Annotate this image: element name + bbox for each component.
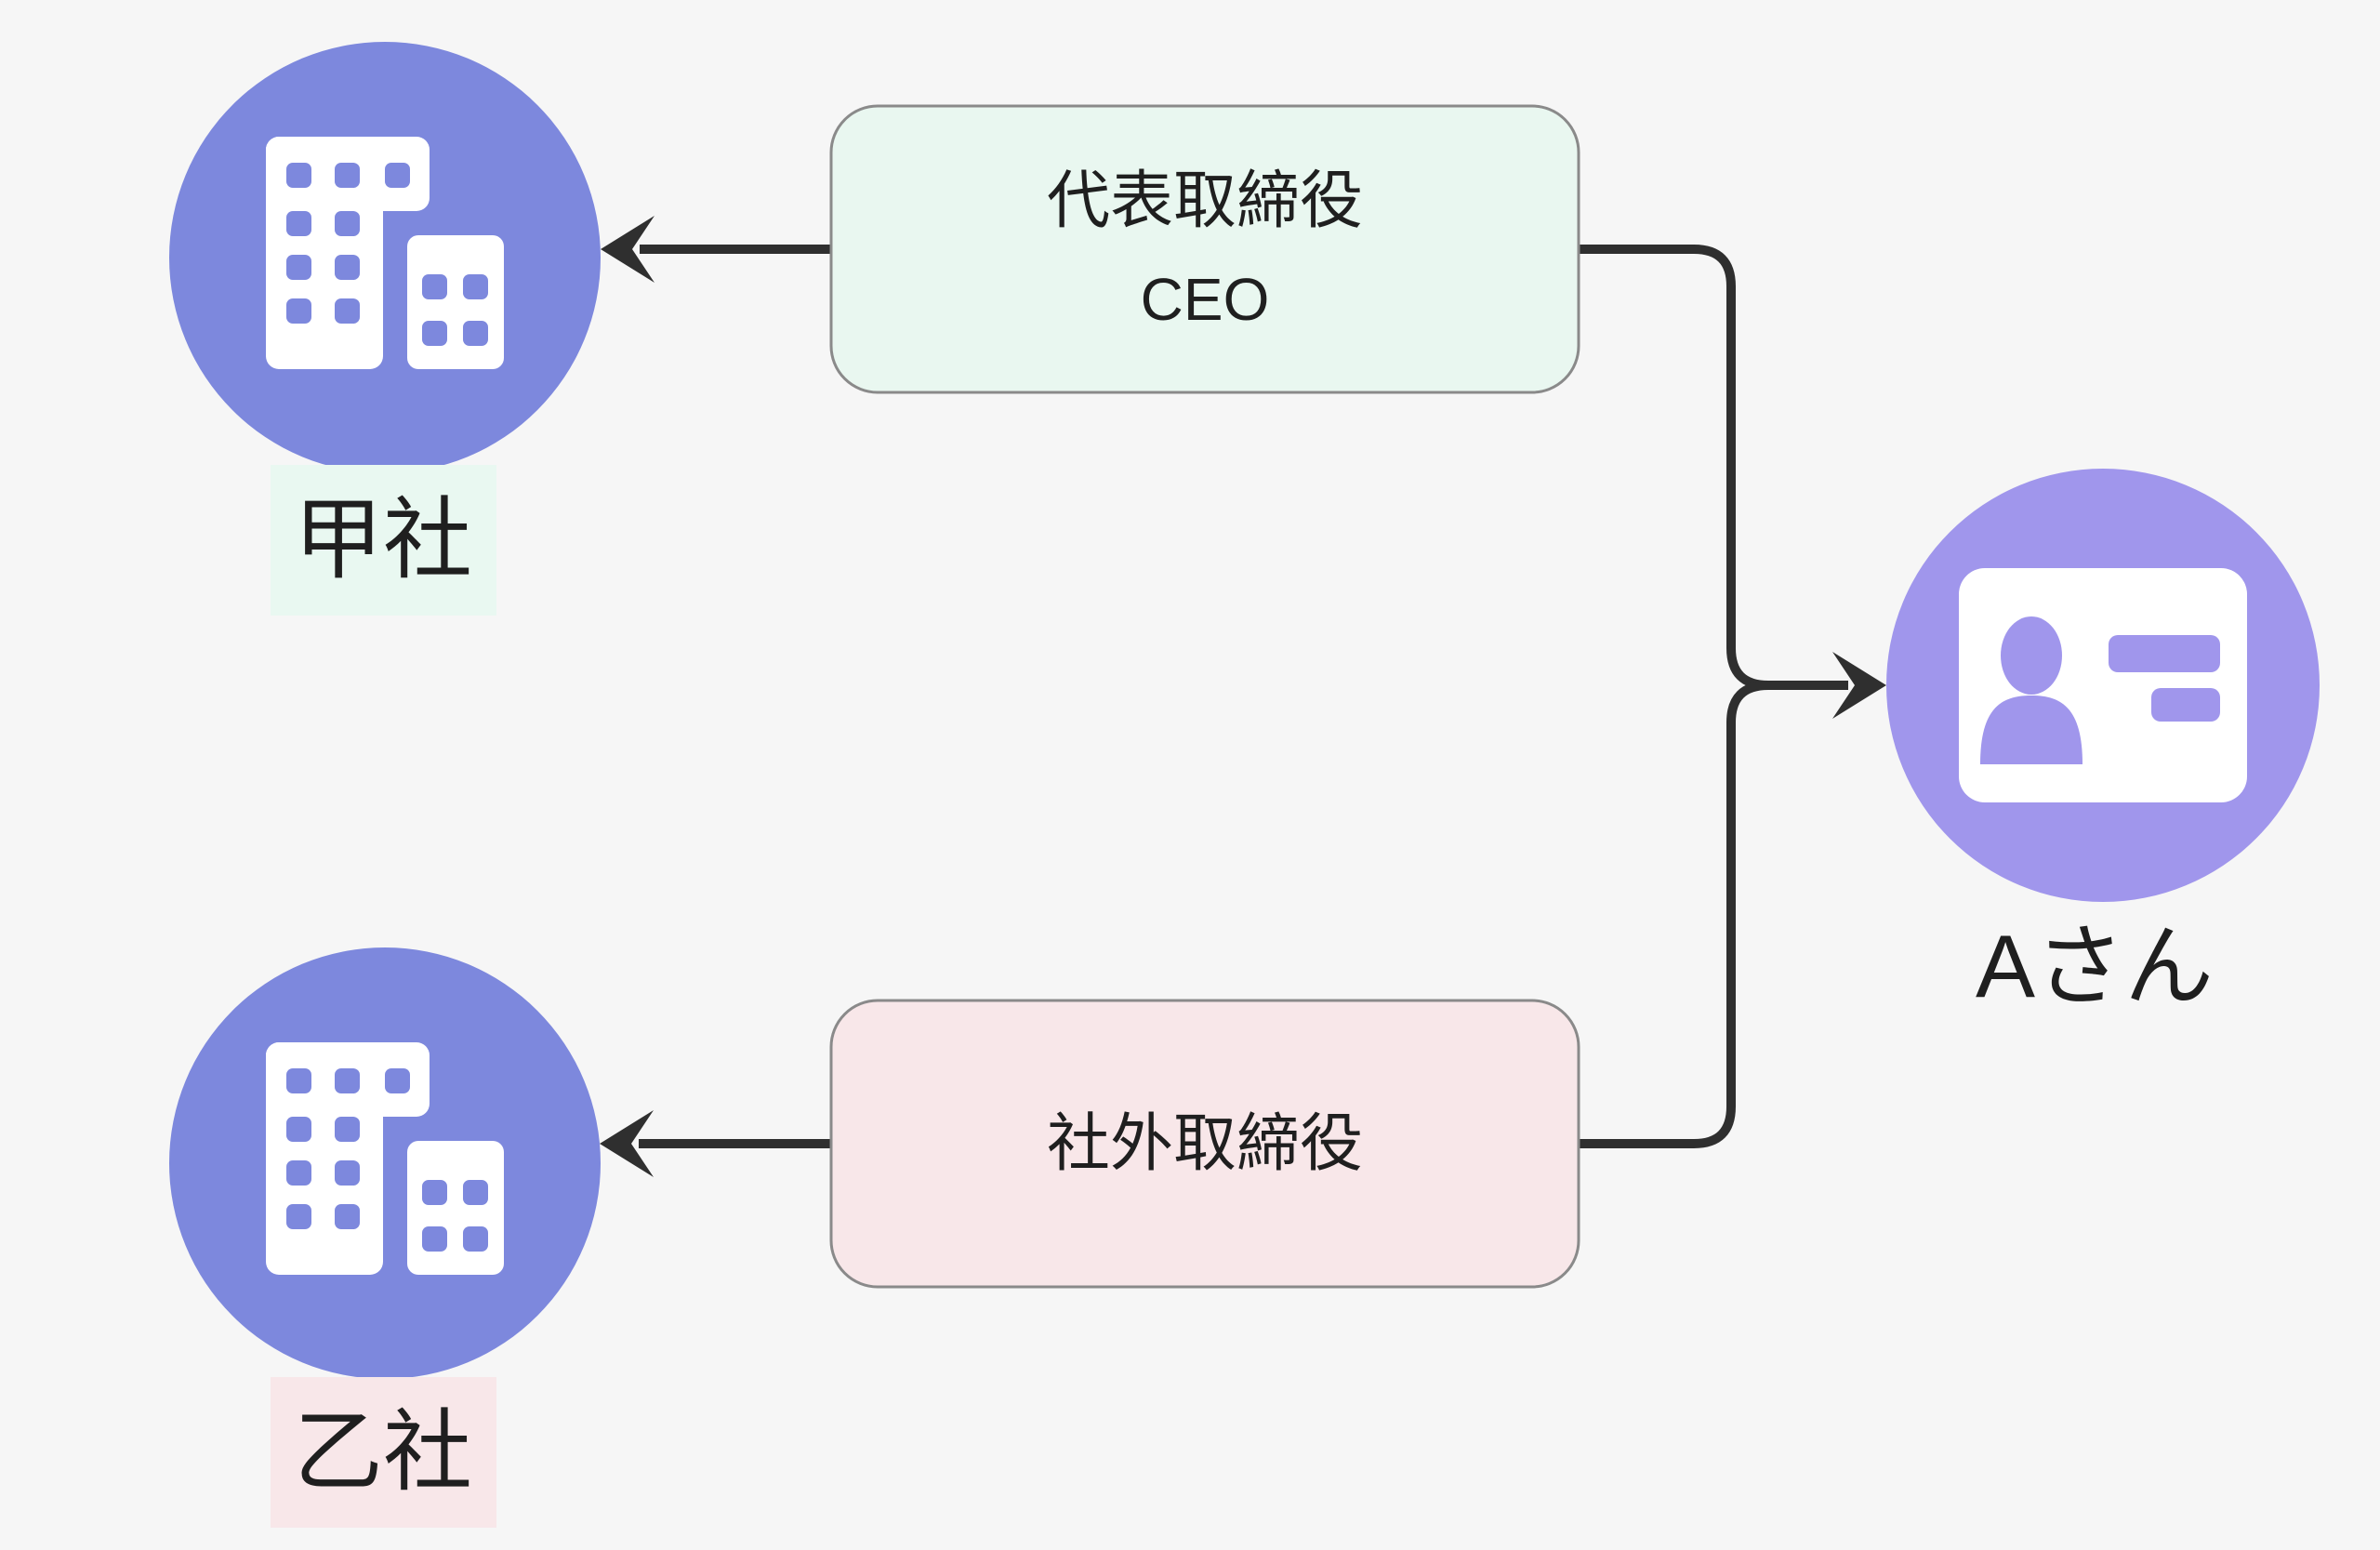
company-otsu-circle	[169, 947, 601, 1379]
buildings-icon	[266, 137, 504, 369]
arrowhead-right-person-icon	[1832, 652, 1886, 719]
node-company-otsu: 乙社	[169, 947, 601, 1528]
edge-label-outside-director: 社外取締役	[829, 999, 1580, 1289]
outside-director-box	[829, 999, 1580, 1289]
outside-director-box-line1: 社外取締役	[1047, 1108, 1363, 1179]
company-kou-label: 甲社	[294, 491, 472, 590]
id-card-icon	[1959, 568, 2247, 802]
edge-label-ceo: 代表取締役 CEO	[829, 104, 1580, 394]
person-a-label: Aさん	[1976, 918, 2214, 1017]
company-kou-circle	[169, 42, 601, 473]
ceo-box-line1: 代表取締役	[1047, 166, 1363, 236]
arrowhead-left-otsu-icon	[600, 1110, 654, 1177]
ceo-box	[829, 104, 1580, 394]
buildings-icon	[266, 1042, 504, 1275]
node-company-kou: 甲社	[169, 42, 601, 616]
company-otsu-label: 乙社	[294, 1403, 472, 1503]
edges	[600, 216, 1886, 1177]
edge-outside-to-person	[1579, 681, 1848, 1148]
company-otsu-label-highlight	[271, 1377, 496, 1528]
arrowhead-left-kou-icon	[601, 216, 654, 283]
node-person-a: Aさん	[1886, 469, 2320, 1017]
ceo-box-line2: CEO	[1141, 266, 1270, 333]
company-kou-label-highlight	[271, 465, 496, 616]
